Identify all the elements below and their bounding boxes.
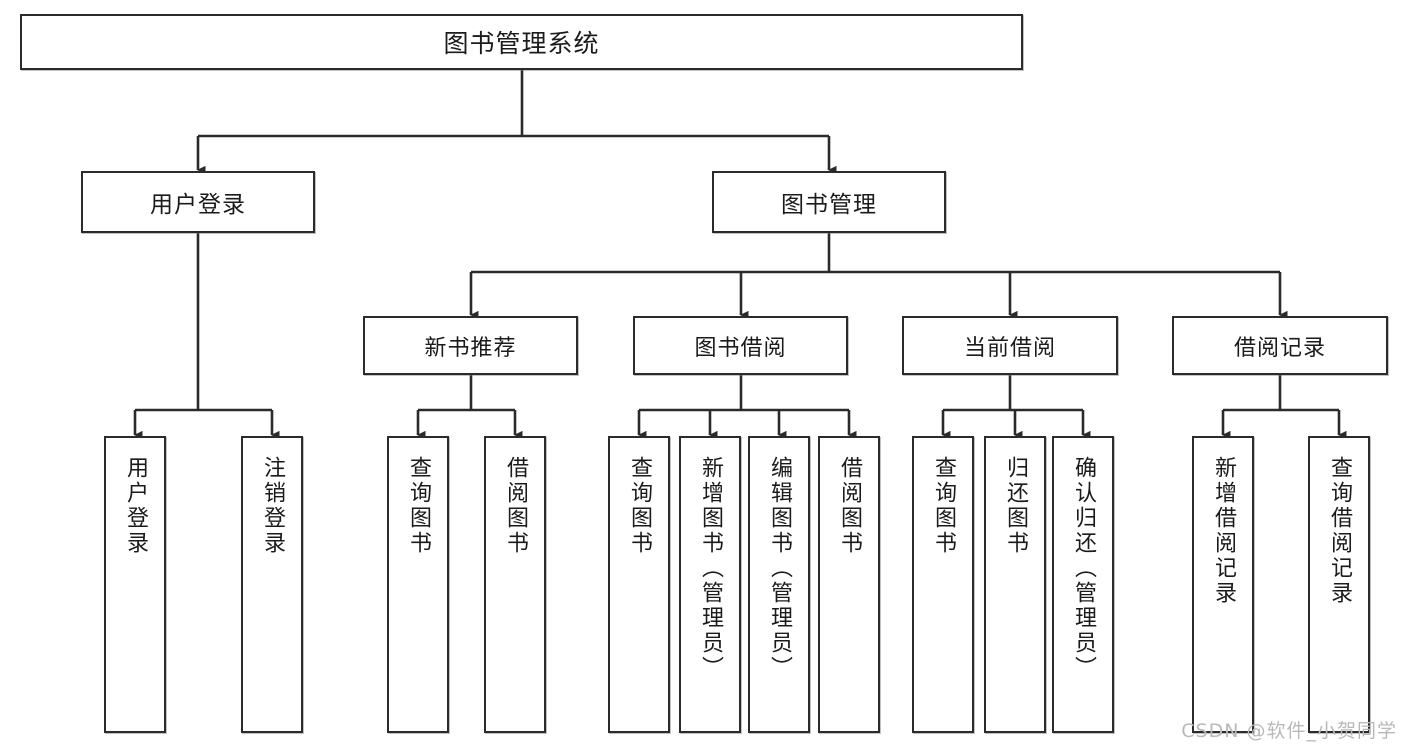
leaf-query-book-borrow[interactable]: 查询图书 [608,436,670,733]
leaf-query-book-current[interactable]: 查询图书 [912,436,974,733]
leaf-add-book-admin[interactable]: 新增图书（管理员） [679,436,741,733]
node-label: 查询图书 [406,456,431,556]
node-label: 新增借阅记录 [1211,456,1236,606]
node-label: 图书借阅 [694,335,787,361]
csdn-watermark: CSDN @软件_小贺同学 [1181,720,1397,742]
node-label: 新书推荐 [424,335,517,361]
node-borrow-records[interactable]: 借阅记录 [1172,316,1388,375]
node-label: 借阅记录 [1233,335,1326,361]
node-new-book-recommend[interactable]: 新书推荐 [363,316,578,375]
node-current-borrow[interactable]: 当前借阅 [902,316,1118,375]
node-book-management[interactable]: 图书管理 [712,171,946,233]
node-label: 查询图书 [627,456,652,556]
leaf-query-borrow-record[interactable]: 查询借阅记录 [1308,436,1370,733]
node-book-borrow[interactable]: 图书借阅 [633,316,848,375]
node-label: 图书管理系统 [443,29,600,58]
node-label: 当前借阅 [963,335,1056,361]
leaf-add-borrow-record[interactable]: 新增借阅记录 [1192,436,1254,733]
node-label: 借阅图书 [503,456,528,556]
leaf-borrow-book-recommend[interactable]: 借阅图书 [484,436,546,733]
leaf-query-book-recommend[interactable]: 查询图书 [387,436,449,733]
node-label: 确认归还（管理员） [1071,456,1096,681]
node-label: 编辑图书（管理员） [767,456,792,681]
leaf-confirm-return-admin[interactable]: 确认归还（管理员） [1052,436,1114,733]
node-user-login[interactable]: 用户登录 [81,171,315,233]
node-label: 图书管理 [781,192,877,218]
leaf-return-book[interactable]: 归还图书 [984,436,1046,733]
node-label: 归还图书 [1003,456,1028,556]
leaf-user-login[interactable]: 用户登录 [104,436,166,733]
node-label: 注销登录 [260,456,285,556]
node-label: 新增图书（管理员） [698,456,723,681]
node-root[interactable]: 图书管理系统 [20,14,1023,70]
leaf-edit-book-admin[interactable]: 编辑图书（管理员） [748,436,810,733]
node-label: 用户登录 [123,456,148,556]
node-label: 查询图书 [931,456,956,556]
leaf-borrow-book[interactable]: 借阅图书 [818,436,880,733]
leaf-logout[interactable]: 注销登录 [241,436,303,733]
node-label: 查询借阅记录 [1327,456,1352,606]
node-label: 用户登录 [150,192,246,218]
node-label: 借阅图书 [837,456,862,556]
